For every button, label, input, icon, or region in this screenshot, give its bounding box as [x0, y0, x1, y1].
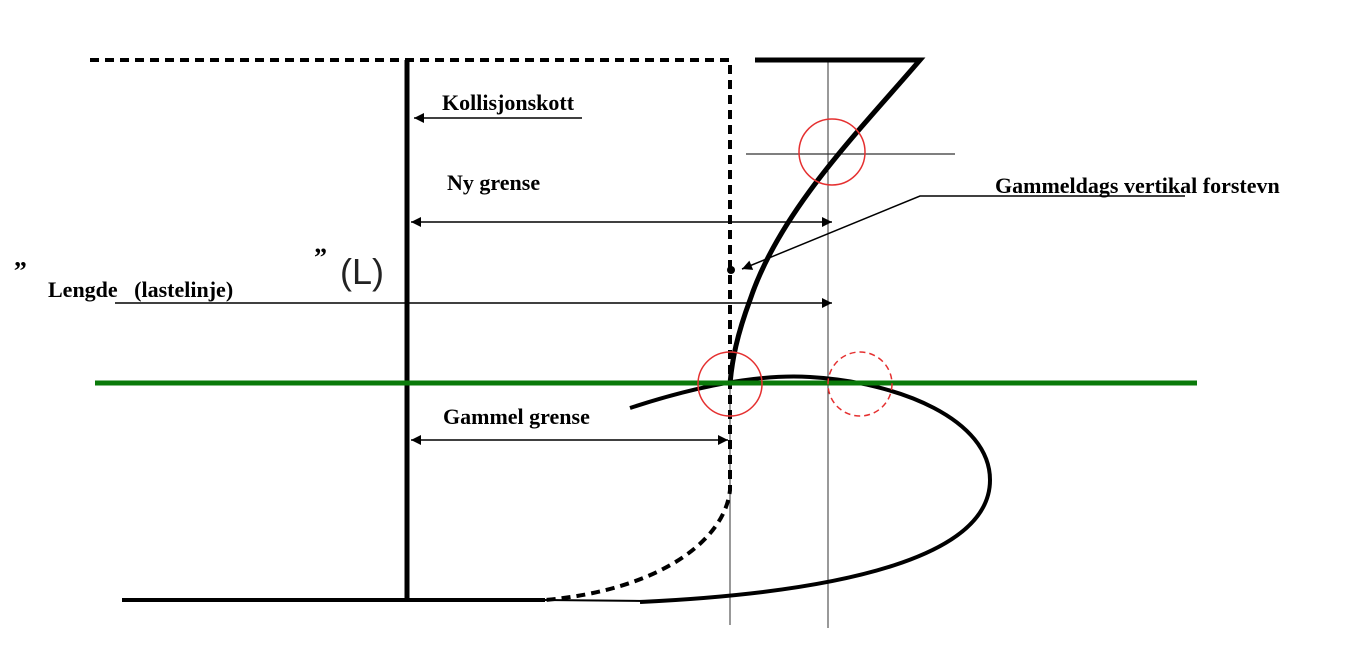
old-stem-leader	[741, 195, 1185, 270]
length-label: Lengde (lastelinje)	[48, 277, 233, 302]
keel-baseline-extension	[544, 599, 646, 602]
raked-stem	[727, 57, 926, 385]
length-symbol: (L)	[340, 251, 384, 292]
bulkhead-label: Kollisjonskott	[442, 90, 575, 115]
length-quote-open: „	[14, 243, 27, 272]
old-limit-label: Gammel grense	[443, 404, 590, 429]
old-hull-dotted-outline	[90, 58, 732, 602]
highlight-circle-new-dashed	[827, 351, 893, 417]
old-stem-point	[727, 266, 735, 274]
old-stem-label: Gammeldags vertikal forstevn	[995, 173, 1280, 198]
new-limit-label: Ny grense	[447, 170, 540, 195]
length-quote-close: ”	[314, 243, 327, 272]
bulbous-bow	[629, 374, 993, 604]
highlight-circle-top	[798, 118, 866, 186]
highlight-circle-old	[697, 351, 763, 417]
